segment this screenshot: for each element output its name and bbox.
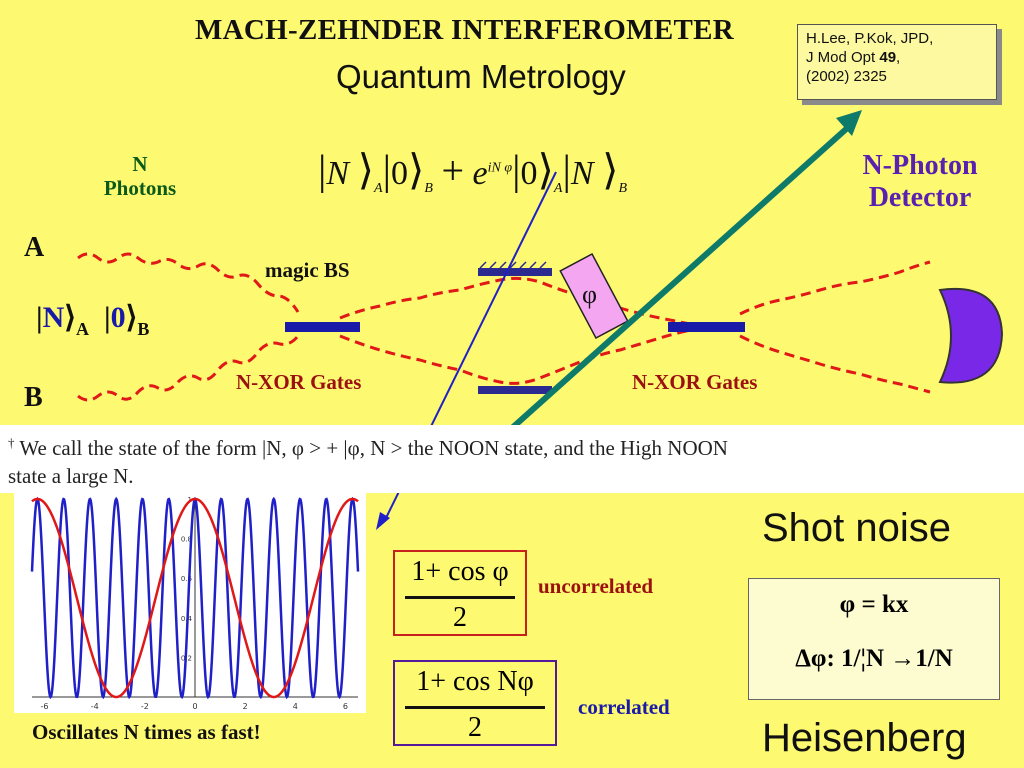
input-sub-b: B bbox=[137, 319, 150, 339]
eq-ket3: 0 bbox=[520, 155, 538, 192]
scaling-box: φ = kx Δφ: 1/¦N →1/N bbox=[748, 578, 1000, 700]
y-tick-label: 0.8 bbox=[181, 536, 192, 544]
beam-a-right bbox=[739, 260, 931, 316]
beam-splitter-right bbox=[668, 322, 745, 332]
reference-box: H.Lee, P.Kok, JPD, J Mod Opt 49, (2002) … bbox=[797, 24, 997, 100]
x-tick-label: -2 bbox=[141, 702, 149, 711]
input-state: |N⟩A |0⟩B bbox=[36, 301, 150, 339]
page-title: MACH-ZEHNDER INTERFEROMETER bbox=[195, 14, 734, 46]
footnote-line1: † We call the state of the form |N, φ > … bbox=[8, 435, 728, 460]
noon-state-equation: |N ⟩A|0⟩B + eiN φ|0⟩A|N ⟩B bbox=[318, 148, 628, 196]
beam-b-left bbox=[77, 335, 300, 402]
xor-gates-right-label: N-XOR Gates bbox=[632, 370, 758, 394]
mirror-bottom bbox=[478, 386, 552, 394]
x-tick-label: 6 bbox=[343, 702, 348, 711]
uncorrelated-formula: 1+ cos φ 2 bbox=[393, 550, 527, 636]
eq-sub-b2: B bbox=[618, 180, 628, 196]
footnote-text1: We call the state of the form |N, φ > + … bbox=[19, 436, 728, 460]
beam-upper-middle bbox=[339, 276, 701, 328]
x-tick-label: 4 bbox=[293, 702, 298, 711]
x-tick-label: 2 bbox=[243, 702, 248, 711]
correlated-numerator: 1+ cos Nφ bbox=[416, 666, 534, 697]
oscillates-caption: Oscillates N times as fast! bbox=[32, 720, 261, 744]
correlated-denominator: 2 bbox=[468, 712, 482, 743]
x-tick-label: -4 bbox=[91, 702, 99, 711]
noon-footnote: † We call the state of the form |N, φ > … bbox=[0, 425, 1024, 493]
eq-exponent: iN φ bbox=[487, 160, 513, 176]
green-arrowhead bbox=[836, 110, 862, 136]
correlated-formula: 1+ cos Nφ 2 bbox=[393, 660, 557, 746]
port-a-label: A bbox=[24, 232, 45, 263]
phase-shifter bbox=[559, 252, 629, 340]
port-b-label: B bbox=[24, 382, 43, 413]
eq-sub-a: A bbox=[374, 180, 383, 196]
uncorrelated-fraction-bar bbox=[405, 596, 515, 599]
footnote-text2: state a large N. bbox=[8, 464, 134, 488]
x-tick-label: 0 bbox=[192, 702, 197, 711]
correlated-fraction-bar bbox=[405, 706, 545, 709]
eq-ket1: N bbox=[326, 155, 350, 192]
uncertainty-scaling: Δφ: 1/¦N →1/N bbox=[795, 645, 953, 672]
uncorrelated-denominator: 2 bbox=[453, 602, 467, 633]
n-photons-line2: Photons bbox=[103, 176, 177, 200]
input-sub-a: A bbox=[76, 319, 89, 339]
reference-journal: J Mod Opt bbox=[806, 49, 880, 66]
eq-sub-a2: A bbox=[553, 180, 563, 196]
beam-splitter-left bbox=[285, 322, 360, 332]
phase-relation: φ = kx bbox=[839, 591, 909, 618]
uncorrelated-label: uncorrelated bbox=[538, 574, 654, 598]
reference-line1: H.Lee, P.Kok, JPD, bbox=[806, 30, 934, 47]
mirror-top bbox=[478, 268, 552, 276]
eq-exp-base: e bbox=[472, 155, 488, 192]
phase-symbol: φ bbox=[582, 280, 598, 309]
eq-plus: + bbox=[441, 148, 464, 193]
shot-noise-label: Shot noise bbox=[762, 506, 952, 550]
magic-bs-label: magic BS bbox=[265, 258, 350, 282]
reference-line3: (2002) 2325 bbox=[806, 68, 887, 85]
detector-icon bbox=[938, 288, 1004, 384]
detector-line1: N-Photon bbox=[862, 150, 978, 181]
reference-volume: 49 bbox=[879, 49, 897, 66]
reference-line2: J Mod Opt 49, bbox=[806, 48, 988, 67]
eq-ket2: 0 bbox=[390, 155, 408, 192]
eq-ket4: N bbox=[570, 155, 594, 192]
correlated-label: correlated bbox=[578, 695, 670, 719]
reference-comma: , bbox=[896, 49, 901, 66]
n-photons-label: N Photons bbox=[80, 152, 200, 200]
heisenberg-label: Heisenberg bbox=[762, 716, 967, 760]
n-photons-line1: N bbox=[132, 152, 148, 176]
uncorrelated-numerator: 1+ cos φ bbox=[411, 556, 509, 587]
detector-line2: Detector bbox=[868, 182, 972, 213]
detector-label: N-Photon Detector bbox=[830, 150, 1010, 214]
eq-sub-b: B bbox=[424, 180, 433, 196]
input-ket-0: 0 bbox=[110, 301, 126, 334]
beam-b-right bbox=[739, 334, 931, 394]
beam-lower-middle bbox=[339, 326, 701, 385]
page-subtitle: Quantum Metrology bbox=[336, 58, 626, 95]
y-tick-label: 0.6 bbox=[181, 575, 193, 583]
input-ket-n: N bbox=[42, 301, 65, 334]
series-line-N1 bbox=[31, 497, 359, 699]
beam-a-left bbox=[77, 252, 300, 313]
thin-arrowhead bbox=[376, 512, 390, 530]
xor-gates-left-label: N-XOR Gates bbox=[236, 370, 362, 394]
x-tick-label: -6 bbox=[41, 702, 49, 711]
green-arrow-line bbox=[509, 119, 857, 431]
